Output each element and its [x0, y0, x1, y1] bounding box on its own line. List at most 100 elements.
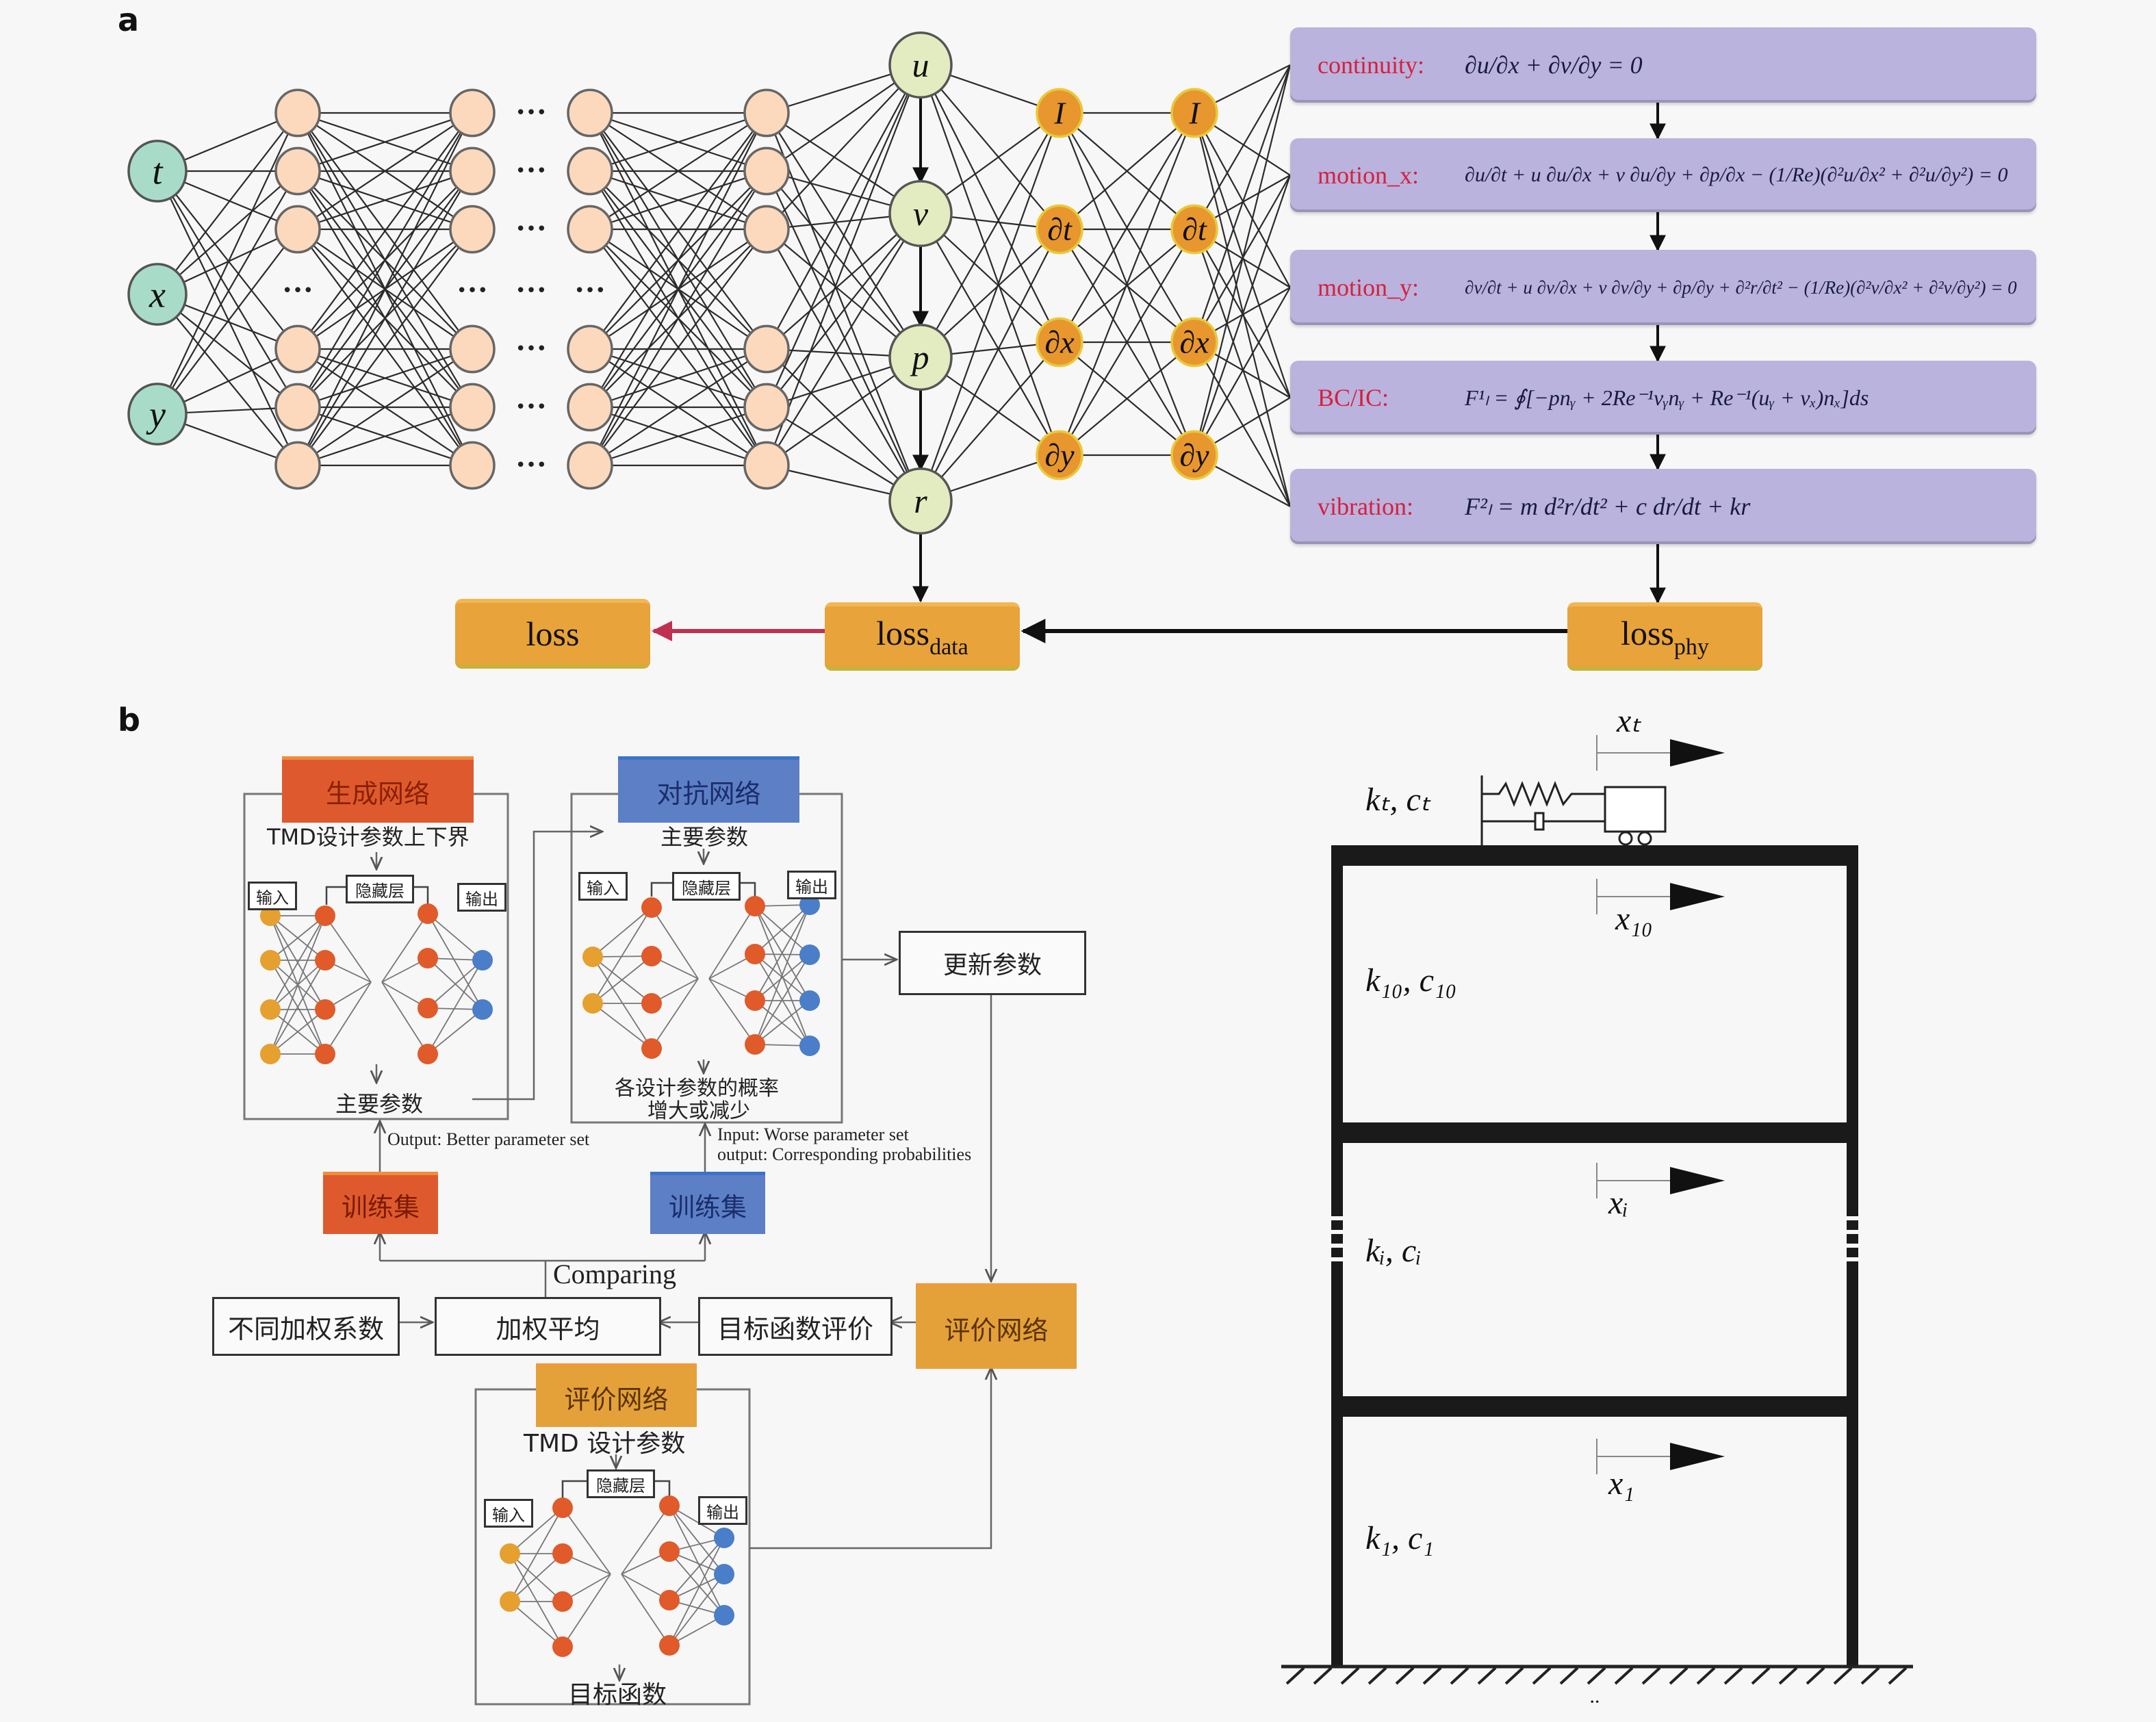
ellipsis-dots: •••	[515, 397, 547, 417]
derivative-node-circle	[1036, 317, 1083, 368]
network-edge	[920, 229, 1060, 502]
equation-motion-x: motion_x: ∂u/∂t + u ∂u/∂x + v ∂u/∂y + ∂p…	[1290, 138, 2036, 212]
network-edge	[766, 213, 921, 466]
generator-input-node	[260, 999, 281, 1020]
ground-mark: ··	[1589, 1691, 1600, 1713]
generator-input-node	[260, 950, 281, 971]
network-edge	[157, 170, 298, 295]
column-break	[1328, 1257, 1346, 1261]
xi-label: xᵢ	[1608, 1185, 1628, 1221]
connector-line	[427, 913, 483, 1010]
weights-box: 不同加权系数	[212, 1297, 400, 1356]
adversarial-bottom-text-2: 增大或减少	[647, 1099, 750, 1123]
network-edge	[1193, 175, 1292, 456]
input-node-circle	[127, 140, 188, 203]
evaluator-output-node	[714, 1564, 734, 1584]
output-node-circle	[888, 31, 953, 99]
ground-hatch	[1285, 1667, 1305, 1685]
derivative-node: ∂x	[1170, 317, 1218, 368]
derivative-node-circle	[1036, 204, 1083, 255]
adversarial-hidden-tag: 隐藏层	[672, 872, 741, 901]
generator-output-tag: 输出	[457, 883, 506, 912]
objective-eval-box: 目标函数评价	[698, 1297, 893, 1356]
connector-line	[509, 1507, 563, 1554]
network-edge	[297, 170, 473, 231]
column-break	[1843, 1216, 1862, 1220]
derivative-node: I	[1170, 88, 1218, 138]
hidden-node	[274, 324, 321, 374]
connector-line	[509, 1507, 563, 1602]
connector-line	[270, 960, 326, 1055]
adversarial-input-tag: 输入	[578, 872, 628, 901]
network-edge	[1193, 64, 1292, 343]
column-break	[1328, 1244, 1346, 1248]
generator-hidden-node	[315, 950, 335, 971]
hidden-node-circle	[743, 205, 790, 254]
xt-label: xₜ	[1617, 703, 1641, 739]
hidden-node-circle	[274, 205, 321, 254]
network-edge	[920, 64, 1060, 230]
network-edge	[157, 112, 298, 415]
connector-line	[509, 1601, 563, 1647]
evaluator-title: 评价网络	[536, 1363, 697, 1427]
ground-hatch	[1723, 1667, 1743, 1685]
adversarial-top-text: 主要参数	[660, 824, 749, 850]
output-node-label: r	[914, 482, 927, 520]
network-edge	[1194, 342, 1291, 507]
adversarial-hidden-node	[641, 946, 662, 966]
connector-line	[270, 915, 326, 1055]
network-edge	[157, 170, 298, 408]
hidden-node-circle	[274, 146, 321, 196]
hidden-node	[743, 383, 790, 432]
equation-continuity: continuity: ∂u/∂x + ∂v/∂y = 0	[1290, 27, 2036, 103]
connector-line	[562, 1573, 611, 1647]
adversarial-output-node	[799, 990, 820, 1011]
train-set-blue: 训练集	[650, 1172, 765, 1234]
connector-line	[754, 904, 810, 1045]
derivative-node-label: I	[1053, 96, 1066, 131]
right-column	[1847, 845, 1858, 1667]
adversarial-input-node	[582, 993, 603, 1014]
evaluator-bottom-text: 目标函数	[568, 1681, 667, 1709]
ellipsis-dots: •••	[515, 281, 547, 301]
ground-hatch	[1395, 1667, 1415, 1685]
network-edge	[1059, 112, 1195, 343]
hidden-node-circle	[743, 324, 790, 374]
evaluator-output-node	[714, 1528, 734, 1548]
hidden-node-circle	[567, 205, 613, 254]
hidden-node-circle	[274, 88, 321, 138]
equation-formula: ∂u/∂x + ∂v/∂y = 0	[1465, 51, 1643, 79]
evaluator-input-node	[500, 1543, 520, 1564]
column-break	[1328, 1216, 1346, 1220]
ground-hatch	[1833, 1667, 1853, 1685]
ground-hatch	[1751, 1667, 1771, 1685]
connector-line	[669, 1537, 725, 1601]
tmd-mass	[1604, 786, 1667, 833]
ellipsis-dots: •••	[515, 161, 547, 181]
ground-hatch	[1559, 1667, 1579, 1685]
ground-hatch	[1340, 1667, 1360, 1685]
hidden-node-circle	[449, 146, 496, 196]
network-edge	[589, 170, 767, 231]
connector-line	[754, 954, 810, 1045]
output-node-circle	[888, 467, 953, 535]
equation-vibration: vibration: F²ₗ = m d²r/dt² + c dr/dt + k…	[1290, 469, 2036, 544]
output-node: u	[888, 31, 953, 99]
equation-label: vibration:	[1318, 493, 1413, 520]
evaluator-hidden-node	[659, 1635, 680, 1656]
connector-line	[427, 1009, 483, 1055]
spring-icon	[1482, 780, 1605, 808]
derivative-node-circle	[1170, 204, 1218, 255]
input-node-circle	[127, 383, 188, 446]
ground-hatch	[1450, 1667, 1470, 1685]
network-edge	[297, 348, 473, 466]
connector-line	[324, 981, 372, 1055]
adversarial-hidden-node	[745, 990, 765, 1011]
input-node: x	[127, 263, 188, 326]
wheel	[1637, 831, 1652, 846]
output-node-label: p	[910, 338, 929, 376]
network-edge	[589, 112, 767, 466]
hidden-node	[449, 205, 496, 254]
network-edge	[589, 170, 767, 466]
ground-hatch	[1422, 1667, 1442, 1685]
